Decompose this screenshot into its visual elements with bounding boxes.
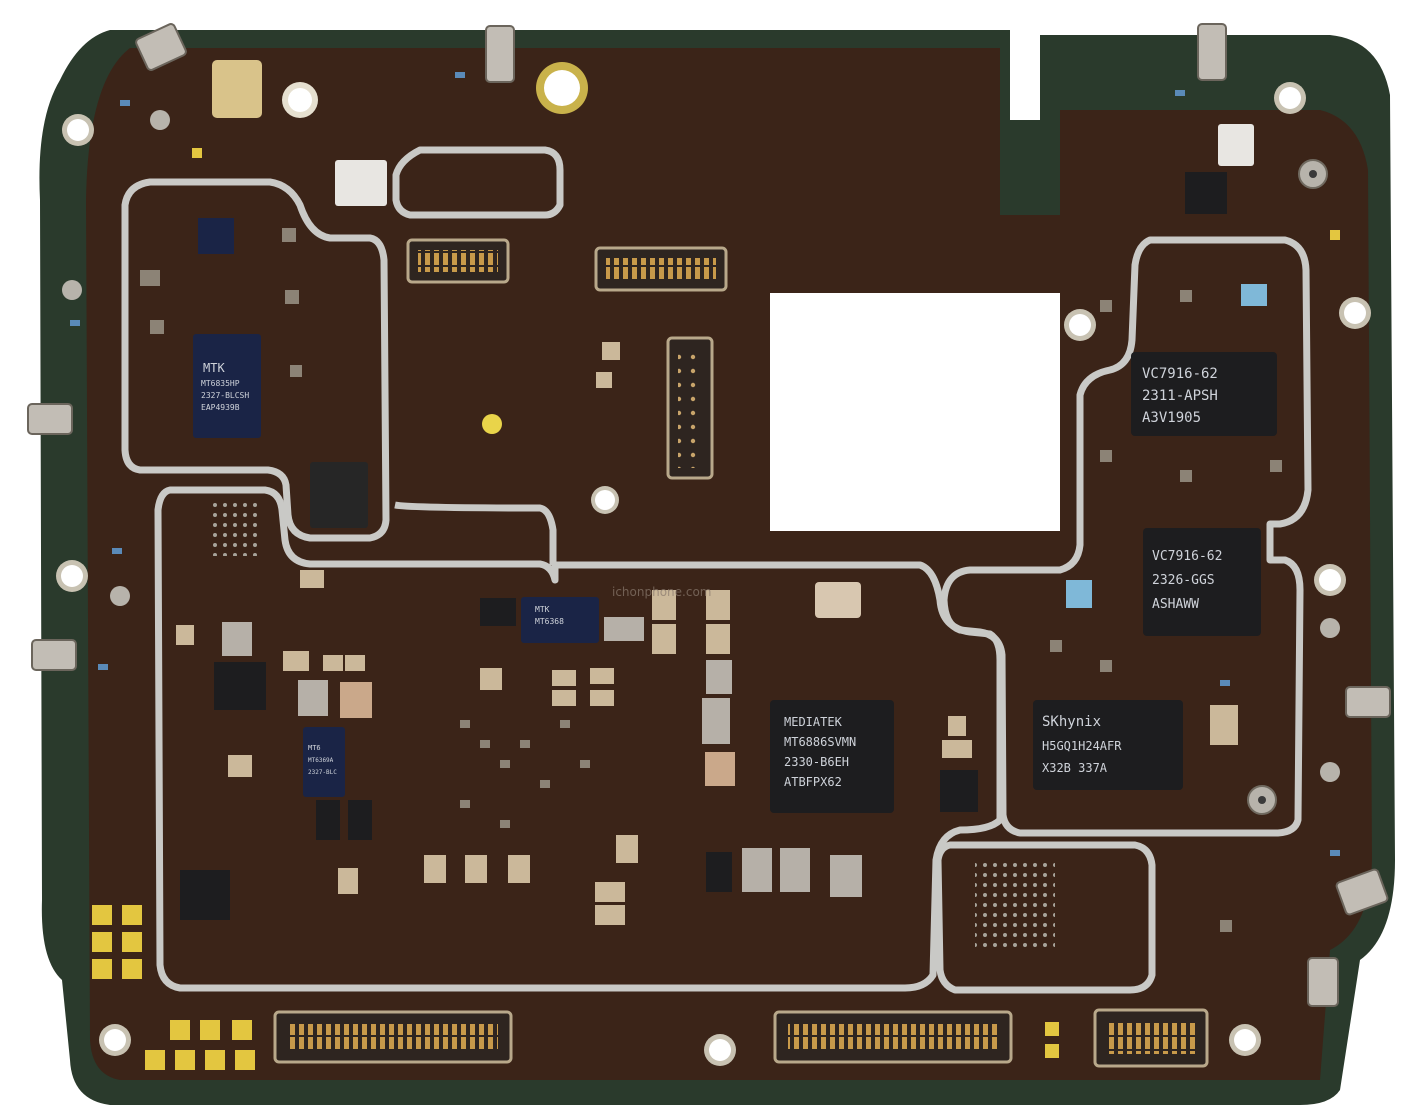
connector-top-mid — [594, 246, 728, 292]
svg-text:EAP4939B: EAP4939B — [201, 403, 240, 412]
svg-text:SKhynix: SKhynix — [1042, 714, 1101, 730]
ic-small-mid: MTK MT6368 — [521, 597, 599, 643]
svg-text:A3V1905: A3V1905 — [1142, 410, 1201, 426]
svg-text:VC7916-62: VC7916-62 — [1152, 549, 1222, 564]
ic-small-top — [198, 218, 234, 254]
connector-bottom-right — [1093, 1008, 1209, 1068]
ic-ram-skhynix: SKhynix H5GQ1H24AFR X32B 337A — [1033, 700, 1183, 790]
blue-smd-components — [70, 72, 1340, 856]
svg-text:MEDIATEK: MEDIATEK — [784, 715, 843, 729]
ic-soc-mediatek: MEDIATEK MT6886SVMN 2330-B6EH ATBFPX62 — [770, 700, 894, 813]
svg-text:2327-BLCSH: 2327-BLCSH — [201, 391, 249, 400]
svg-text:ASHAWW: ASHAWW — [1152, 597, 1199, 612]
svg-text:2326-GGS: 2326-GGS — [1152, 573, 1215, 588]
svg-text:MTK: MTK — [535, 605, 550, 614]
svg-text:2330-B6EH: 2330-B6EH — [784, 755, 849, 769]
ic-black-vc-side — [1185, 172, 1227, 214]
passive-components — [176, 60, 1267, 925]
connector-bottom-left — [273, 1010, 513, 1064]
svg-text:MT6368: MT6368 — [535, 617, 564, 626]
ic-mtk-rf: MTK MT6835HP 2327-BLCSH EAP4939B — [193, 334, 261, 438]
ic-black-left — [310, 462, 368, 528]
b2b-connectors — [273, 238, 1209, 1068]
svg-text:VC7916-62: VC7916-62 — [1142, 366, 1218, 382]
ic-bga-bottom-right — [975, 860, 1055, 950]
rf-connectors — [27, 23, 1391, 1007]
ic-black-pmic — [214, 662, 266, 710]
smd-scatter — [140, 228, 1282, 932]
svg-text:MT6369A: MT6369A — [308, 757, 334, 764]
antenna-sockets — [62, 110, 1340, 815]
svg-text:X32B 337A: X32B 337A — [1042, 761, 1108, 775]
ic-vc-top: VC7916-62 2311-APSH A3V1905 — [1131, 352, 1277, 436]
svg-text:MT6835HP: MT6835HP — [201, 379, 240, 388]
ic-black-bottom — [180, 870, 230, 920]
ic-black-right — [940, 770, 978, 812]
gold-pads — [92, 148, 1340, 1070]
board-cutout — [770, 293, 1060, 531]
svg-text:MT6886SVMN: MT6886SVMN — [784, 735, 856, 749]
svg-text:MT6: MT6 — [308, 744, 321, 752]
svg-text:2311-APSH: 2311-APSH — [1142, 388, 1218, 404]
svg-text:H5GQ1H24AFR: H5GQ1H24AFR — [1042, 739, 1122, 753]
ic-vc-mid: VC7916-62 2326-GGS ASHAWW — [1143, 528, 1261, 636]
mounting-holes — [56, 62, 1371, 1066]
shield-frames — [121, 146, 1312, 994]
ic-bga-top-left — [212, 498, 262, 556]
connector-top-left — [406, 238, 510, 284]
connector-vertical — [666, 336, 714, 480]
svg-text:ATBFPX62: ATBFPX62 — [784, 775, 842, 789]
connector-bottom-mid — [773, 1010, 1013, 1064]
svg-text:2327-BLC: 2327-BLC — [308, 769, 337, 776]
watermark: ichonphone.com — [612, 585, 711, 599]
chip-label: MTK — [203, 361, 225, 375]
ic-left-mid: MT6 MT6369A 2327-BLC — [303, 727, 345, 797]
